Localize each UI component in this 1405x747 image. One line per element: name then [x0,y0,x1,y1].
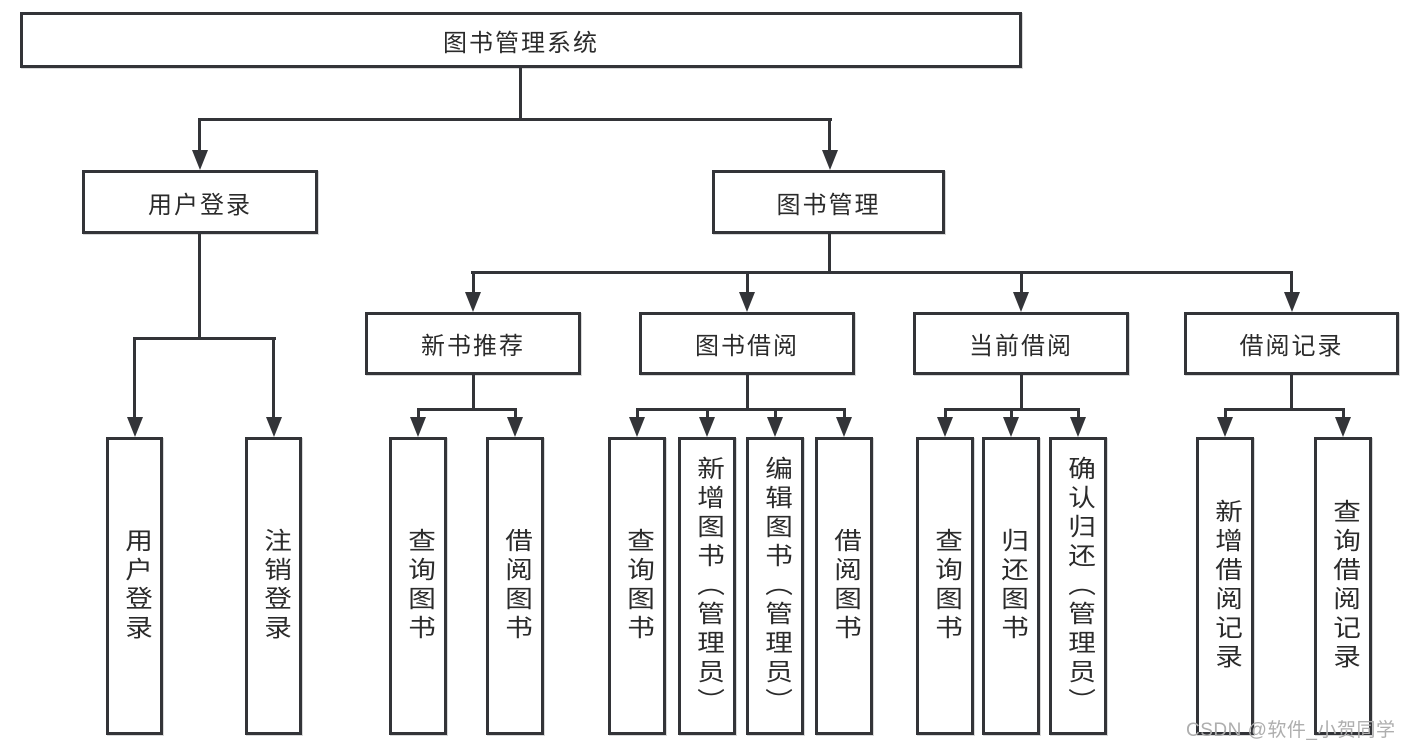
connector-mgmt-stem [828,234,831,271]
leaf-user-login-label: 用户登录 [119,528,151,644]
connector-drop [636,408,639,420]
leaf-return-books: 归还图书 [982,437,1040,735]
arrowhead-down-icon [465,292,481,312]
leaf-query-borrow-record-label: 查询借阅记录 [1328,499,1360,673]
leaf-confirm-return-admin: 确认归还（管理员） [1049,437,1107,735]
connector-records-stem [1290,375,1293,408]
connector-recommend-branch [417,408,517,411]
leaf-add-books-admin-label: 新增图书（管理员） [692,455,724,717]
connector-drop-new-book [472,271,475,295]
leaf-query-books-current: 查询图书 [916,437,974,735]
leaf-query-books-borrowing: 查询图书 [608,437,666,735]
connector-drop-book-mgmt [828,118,831,152]
arrowhead-down-icon [127,417,143,437]
leaf-query-books-recommend: 查询图书 [389,437,447,735]
connector-drop-logout [272,337,275,418]
leaf-query-books-recommend-label: 查询图书 [403,528,435,644]
connector-drop [514,408,517,420]
leaf-borrow-books-recommend-label: 借阅图书 [500,528,532,644]
leaf-query-books-borrowing-label: 查询图书 [622,528,654,644]
connector-user-branch [133,337,276,340]
leaf-confirm-return-admin-label: 确认归还（管理员） [1063,455,1095,717]
node-book-borrowing-label: 图书借阅 [695,333,799,360]
arrowhead-down-icon [822,150,838,170]
leaf-add-borrow-record: 新增借阅记录 [1196,437,1254,735]
node-book-management: 图书管理 [712,170,945,234]
connector-drop [944,408,947,420]
arrowhead-down-icon [1217,417,1233,437]
connector-drop-current [1020,271,1023,295]
node-current-borrowing-label: 当前借阅 [969,333,1073,360]
arrowhead-down-icon [739,292,755,312]
leaf-edit-books-admin-label: 编辑图书（管理员） [760,455,792,717]
arrowhead-down-icon [836,417,852,437]
node-borrowing-records-label: 借阅记录 [1239,333,1344,360]
leaf-edit-books-admin: 编辑图书（管理员） [746,437,804,735]
arrowhead-down-icon [1284,292,1300,312]
arrowhead-down-icon [192,150,208,170]
leaf-query-books-current-label: 查询图书 [930,528,962,644]
leaf-return-books-label: 归还图书 [996,528,1028,644]
arrowhead-down-icon [1070,417,1086,437]
arrowhead-down-icon [410,417,426,437]
arrowhead-down-icon [937,417,953,437]
leaf-borrow-books: 借阅图书 [815,437,873,735]
connector-drop [1010,408,1013,420]
watermark: CSDN @软件_小贺同学 [1186,720,1396,741]
leaf-borrow-books-label: 借阅图书 [829,528,861,644]
arrowhead-down-icon [767,417,783,437]
connector-current-stem [1020,375,1023,408]
node-book-borrowing: 图书借阅 [639,312,855,375]
connector-mgmt-branch [471,271,1293,274]
node-root-label: 图书管理系统 [443,29,599,57]
connector-borrowing-branch [636,408,845,411]
node-new-book-recommend-label: 新书推荐 [421,333,525,360]
arrowhead-down-icon [507,417,523,437]
connector-borrowing-stem [746,375,749,408]
leaf-user-login: 用户登录 [106,437,163,735]
arrowhead-down-icon [1013,292,1029,312]
connector-drop [774,408,777,420]
connector-drop-borrowing [746,271,749,295]
arrowhead-down-icon [1335,417,1351,437]
connector-root-branch [198,118,832,121]
connector-drop-user-login [198,118,201,152]
leaf-query-borrow-record: 查询借阅记录 [1314,437,1372,735]
node-borrowing-records: 借阅记录 [1184,312,1399,375]
connector-records-branch [1224,408,1344,411]
arrowhead-down-icon [699,417,715,437]
connector-drop [1224,408,1227,420]
arrowhead-down-icon [266,417,282,437]
arrowhead-down-icon [1003,417,1019,437]
leaf-add-borrow-record-label: 新增借阅记录 [1210,499,1242,673]
connector-user-stem [198,234,201,337]
leaf-add-books-admin: 新增图书（管理员） [678,437,736,735]
connector-drop-login [133,337,136,418]
leaf-logout-label: 注销登录 [258,528,290,644]
arrowhead-down-icon [629,417,645,437]
connector-drop [1342,408,1345,420]
connector-root-stem [519,66,522,118]
connector-drop [706,408,709,420]
connector-drop [843,408,846,420]
connector-drop [417,408,420,420]
node-book-management-label: 图书管理 [776,191,881,219]
leaf-borrow-books-recommend: 借阅图书 [486,437,544,735]
node-new-book-recommend: 新书推荐 [365,312,581,375]
connector-drop-records [1290,271,1293,295]
connector-recommend-stem [472,375,475,408]
node-user-login: 用户登录 [82,170,318,234]
leaf-logout: 注销登录 [245,437,302,735]
node-user-login-label: 用户登录 [148,191,252,219]
node-current-borrowing: 当前借阅 [913,312,1129,375]
node-root: 图书管理系统 [20,12,1022,68]
connector-drop [1077,408,1080,420]
